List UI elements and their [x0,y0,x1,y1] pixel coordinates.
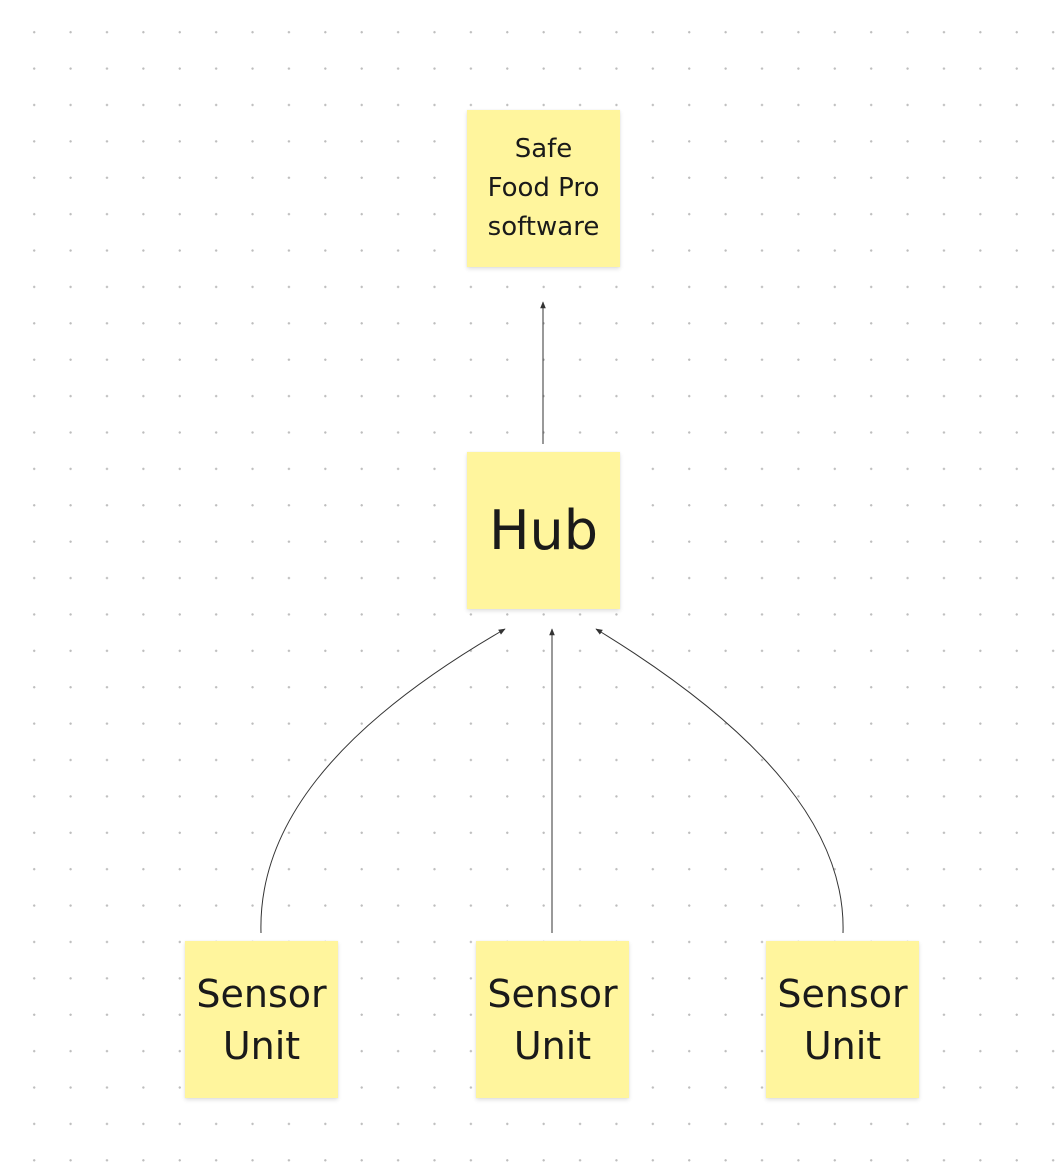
sticky-note-sensor-unit-text: Sensor Unit [487,971,618,1068]
sticky-note-sensor-unit[interactable]: Sensor Unit [476,941,629,1098]
sticky-note-sensor-unit-text: Sensor Unit [196,971,327,1068]
connector-sensor-3-to-hub[interactable] [595,628,844,934]
sticky-note-sensor-unit-text: Sensor Unit [777,971,908,1068]
sticky-note-sensor-unit[interactable]: Sensor Unit [766,941,919,1098]
sticky-note-software-text: Safe Food Pro software [487,134,600,242]
sticky-note-software[interactable]: Safe Food Pro software [467,110,620,267]
connector-sensor-1-to-hub[interactable] [260,628,506,934]
sticky-note-hub-text: Hub [488,498,599,562]
sticky-note-hub[interactable]: Hub [467,452,620,609]
sticky-note-sensor-unit[interactable]: Sensor Unit [185,941,338,1098]
